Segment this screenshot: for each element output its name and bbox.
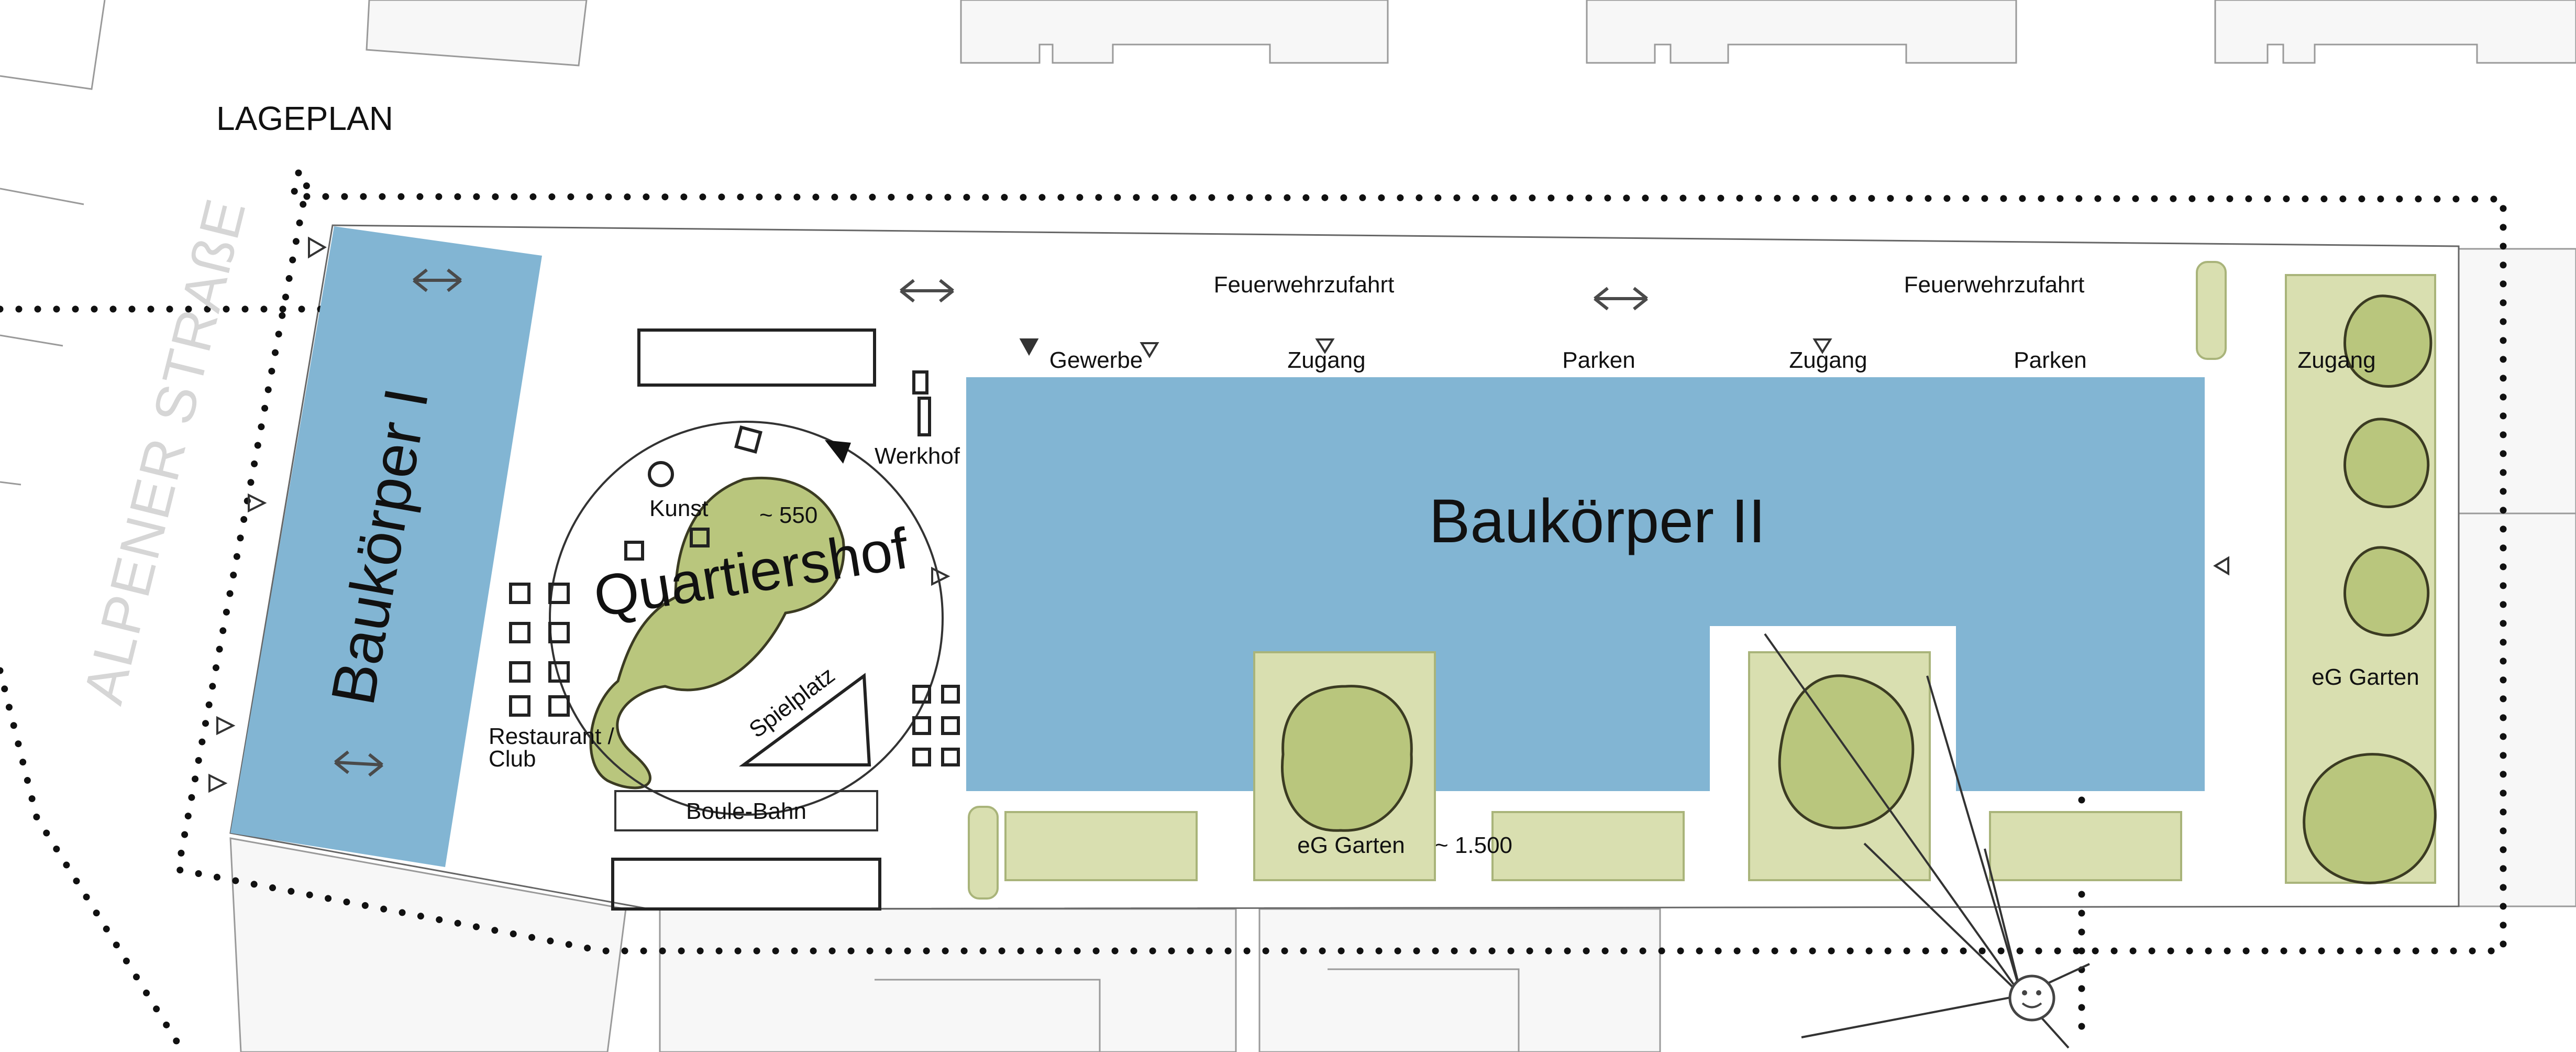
trees <box>589 294 2437 884</box>
entrance-label: Zugang <box>2297 347 2375 373</box>
parking-label: Parken <box>2014 347 2086 373</box>
building-1: Baukörper I <box>230 226 542 867</box>
playground-shape <box>738 673 871 766</box>
entrance-label: Zugang <box>1789 347 1867 373</box>
bike-rack-icon <box>611 858 881 911</box>
boule-label: Boule-Bahn <box>686 798 806 824</box>
garden-label: eG Garten <box>1297 832 1405 858</box>
entry-marker-icons <box>208 236 2229 793</box>
parking-label: Parken <box>1562 347 1635 373</box>
sun-icon <box>1764 633 2090 1049</box>
restaurant-label: Restaurant / <box>489 724 614 749</box>
street-label: ALPENER STRAßE <box>71 192 257 710</box>
restaurant-label-2: Club <box>489 746 536 772</box>
courtyard-area: ~ 550 <box>759 502 817 528</box>
direction-arrow-icon <box>825 440 851 464</box>
fire-lane-label: Feuerwehrzufahrt <box>1904 272 2085 298</box>
boule-court <box>614 790 878 831</box>
fire-lane-label: Feuerwehrzufahrt <box>1214 272 1395 298</box>
workyard-label: Werkhof <box>875 443 960 469</box>
dotted-boundaries <box>0 169 2507 1052</box>
commercial-label: Gewerbe <box>1049 347 1143 373</box>
garden-label: eG Garten <box>2312 664 2419 690</box>
building-2-label: Baukörper II <box>1429 487 1766 556</box>
plan-title: LAGEPLAN <box>216 100 393 137</box>
art-label: Kunst <box>649 496 709 521</box>
entrance-label: Zugang <box>1287 347 1365 373</box>
double-arrow-icons <box>334 268 1648 777</box>
building-2: Baukörper II <box>966 377 2205 791</box>
garden-area-label: ~ 1.500 <box>1435 832 1512 858</box>
courtyard-features <box>509 328 960 911</box>
bike-rack-icon <box>637 328 876 387</box>
